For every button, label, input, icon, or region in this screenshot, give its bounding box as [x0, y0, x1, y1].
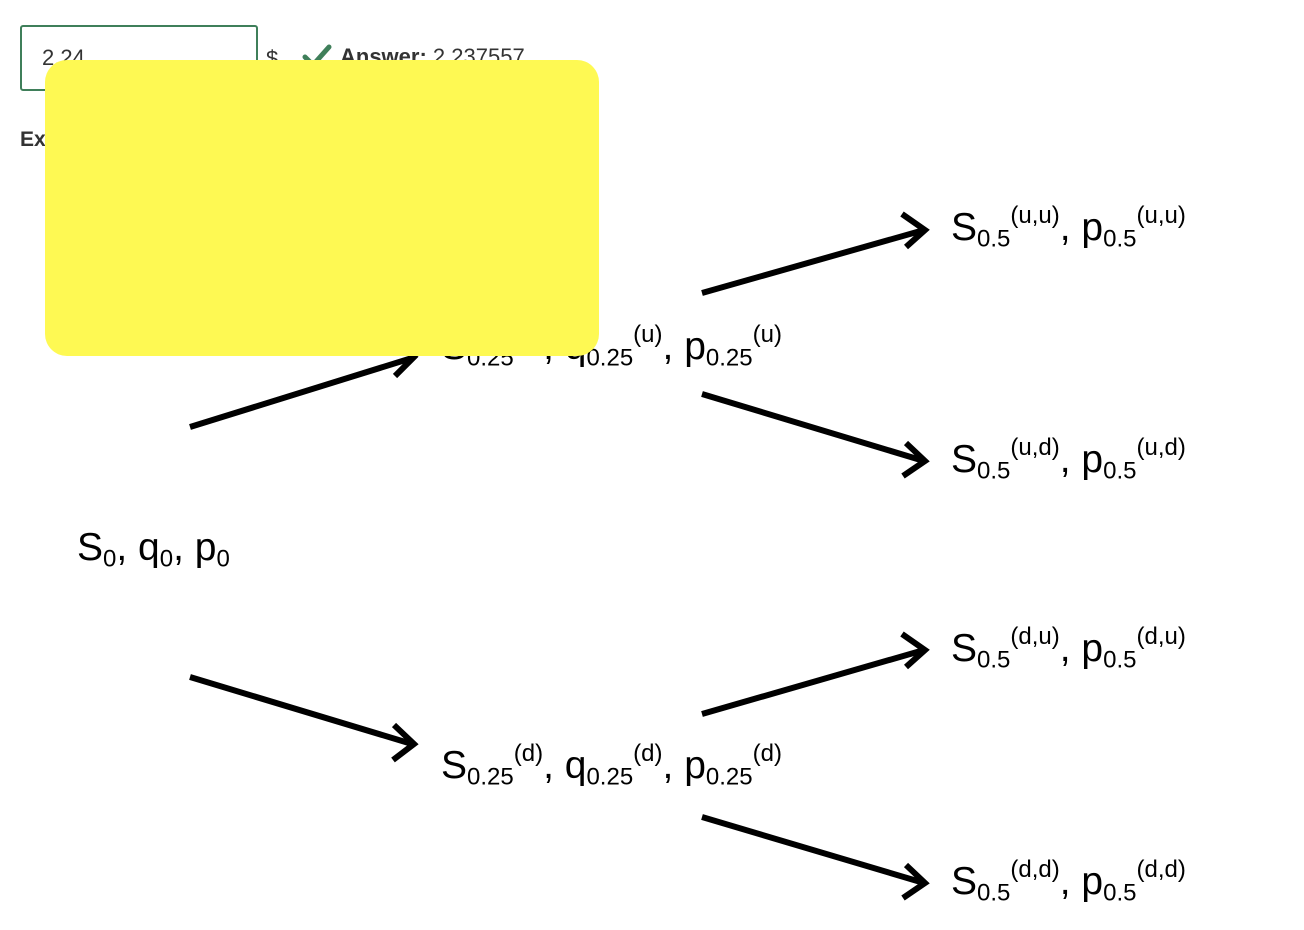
- node-du: S0.5(d,u), p0.5(d,u): [951, 623, 1186, 674]
- node-d: S0.25(d), q0.25(d), p0.25(d): [441, 740, 782, 791]
- highlight-overlay: [45, 60, 599, 356]
- node-ud: S0.5(u,d), p0.5(u,d): [951, 434, 1186, 485]
- arrow-root-down: [189, 674, 419, 763]
- node-dd: S0.5(d,d), p0.5(d,d): [951, 856, 1186, 907]
- node-uu: S0.5(u,u), p0.5(u,u): [951, 202, 1186, 253]
- arrow-u-ud: [701, 391, 930, 479]
- arrow-d-dd: [701, 814, 930, 901]
- arrow-d-du: [701, 631, 930, 717]
- node-root: S0, q0, p0: [77, 526, 230, 573]
- arrow-u-uu: [701, 211, 930, 296]
